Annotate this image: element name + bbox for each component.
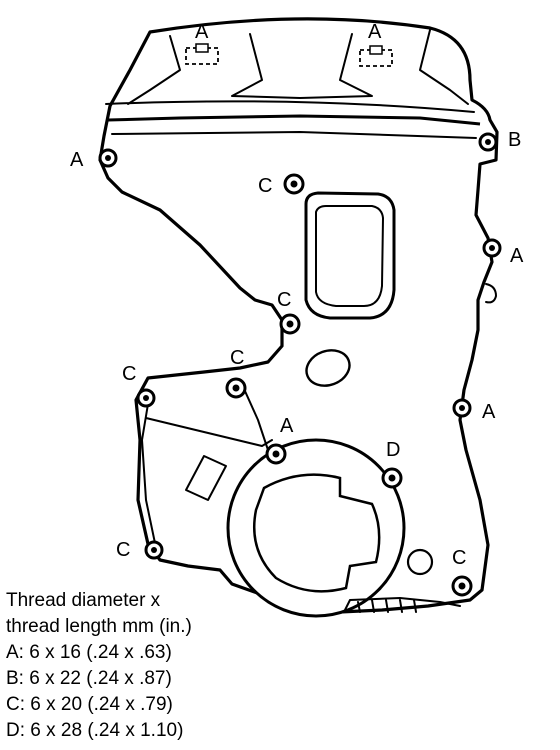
legend-row-a: A: 6 x 16 (.24 x .63) [6,642,172,663]
bolt-c-upper [283,173,305,195]
bolt-a-right-low [452,398,472,418]
top-cap-band-lower [111,131,477,139]
lower-left-tab [185,455,227,501]
legend-row-d: D: 6 x 28 (.24 x 1.10) [6,720,184,741]
bolt-d-right [381,467,403,489]
bolt-a-right-mid [482,238,502,258]
label-c-left: C [122,363,136,385]
top-cap-ridge-center [231,33,373,99]
label-a-left: A [70,149,84,171]
bolt-c-left [136,388,156,408]
bolt-c-bottom-left [144,540,164,560]
label-c-upper: C [258,175,272,197]
label-a-center: A [280,415,294,437]
bolt-b-right [478,132,498,152]
thread-spec-legend: Thread diameter x thread length mm (in.)… [6,588,192,744]
legend-row-b: B: 6 x 22 (.24 x .87) [6,668,172,689]
bolt-a-center [265,443,287,465]
lower-cover-seam [239,379,269,451]
bottom-flange [343,597,461,613]
inspection-window-inner [315,205,384,307]
legend-row-c: C: 6 x 20 (.24 x .79) [6,694,173,715]
right-slot [485,283,497,304]
lower-cover-inner-edge [141,391,157,549]
label-a-right-low: A [482,401,496,423]
bolt-c-bottom-right [451,575,473,597]
top-left-tab-bolt [195,43,209,53]
bolt-c-mid [279,313,301,335]
crank-opening-inner [252,473,381,593]
label-a-top-left: A [195,21,209,43]
legend-title-line2: thread length mm (in.) [6,616,192,637]
top-cap-edge [105,100,475,113]
label-c-bottom-right: C [452,547,466,569]
label-c-bottom-left: C [116,539,130,561]
bolt-a-left [98,148,118,168]
inspection-window-outer [304,191,396,320]
top-right-tab-bolt [369,45,383,55]
legend-title-line1: Thread diameter x [6,590,161,611]
label-a-top-right: A [368,21,382,43]
bottom-ribs [357,599,417,613]
bolt-c-center [225,377,247,399]
oval-hole [305,349,351,387]
top-cap-band [107,114,481,126]
small-hole [406,548,434,576]
label-c-mid: C [277,289,291,311]
top-cap-ridge-left [127,35,181,105]
top-cap-ridge-right [419,29,469,105]
label-a-right-mid: A [510,245,524,267]
lower-cover-inner-line [145,417,273,447]
label-b-right: B [508,129,521,151]
label-d-right: D [386,439,400,461]
label-c-center: C [230,347,244,369]
